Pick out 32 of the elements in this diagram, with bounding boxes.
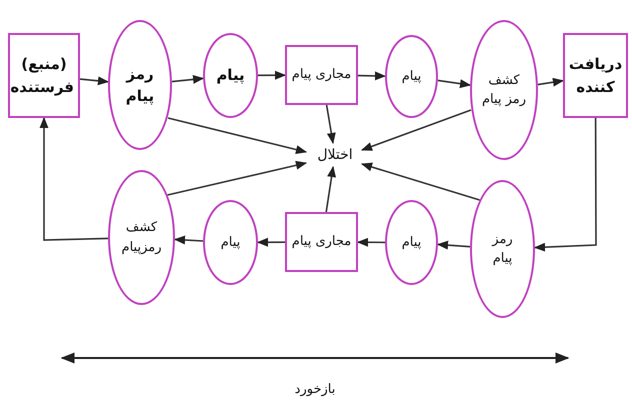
process-ellipse: رمز پیام — [108, 20, 172, 150]
arrow — [358, 71, 386, 80]
process-ellipse: رمز پیام — [470, 180, 535, 318]
process-ellipse: پیام — [385, 35, 438, 118]
arrow — [360, 162, 480, 201]
arrow — [168, 117, 308, 154]
process-ellipse: پیام — [385, 200, 438, 285]
arrow — [258, 70, 286, 80]
feedback-label: بازخورد — [294, 382, 336, 397]
process-box: (منبع) فرستنده — [8, 33, 80, 118]
arrow — [538, 78, 564, 87]
arrow — [40, 116, 108, 241]
process-ellipse: کشف رمزپیام — [108, 170, 175, 305]
arrow — [360, 109, 472, 151]
arrow — [325, 166, 336, 212]
arrow — [438, 79, 472, 88]
arrow — [256, 238, 285, 247]
process-box: مجاری پیام — [285, 212, 358, 272]
arrow — [356, 238, 385, 247]
process-box: دریافت کننده — [563, 33, 628, 118]
process-ellipse: پیام — [203, 33, 258, 118]
arrow — [326, 104, 336, 144]
arrow — [167, 160, 308, 196]
arrow — [80, 76, 110, 86]
arrow — [172, 74, 204, 84]
process-box: مجاری پیام — [285, 45, 358, 105]
process-ellipse: پیام — [203, 200, 258, 285]
noise-label: اختلال — [308, 143, 362, 167]
arrow — [436, 240, 470, 250]
arrow — [534, 118, 597, 252]
arrow — [174, 236, 204, 244]
process-ellipse: کشف رمز پیام — [470, 20, 538, 160]
